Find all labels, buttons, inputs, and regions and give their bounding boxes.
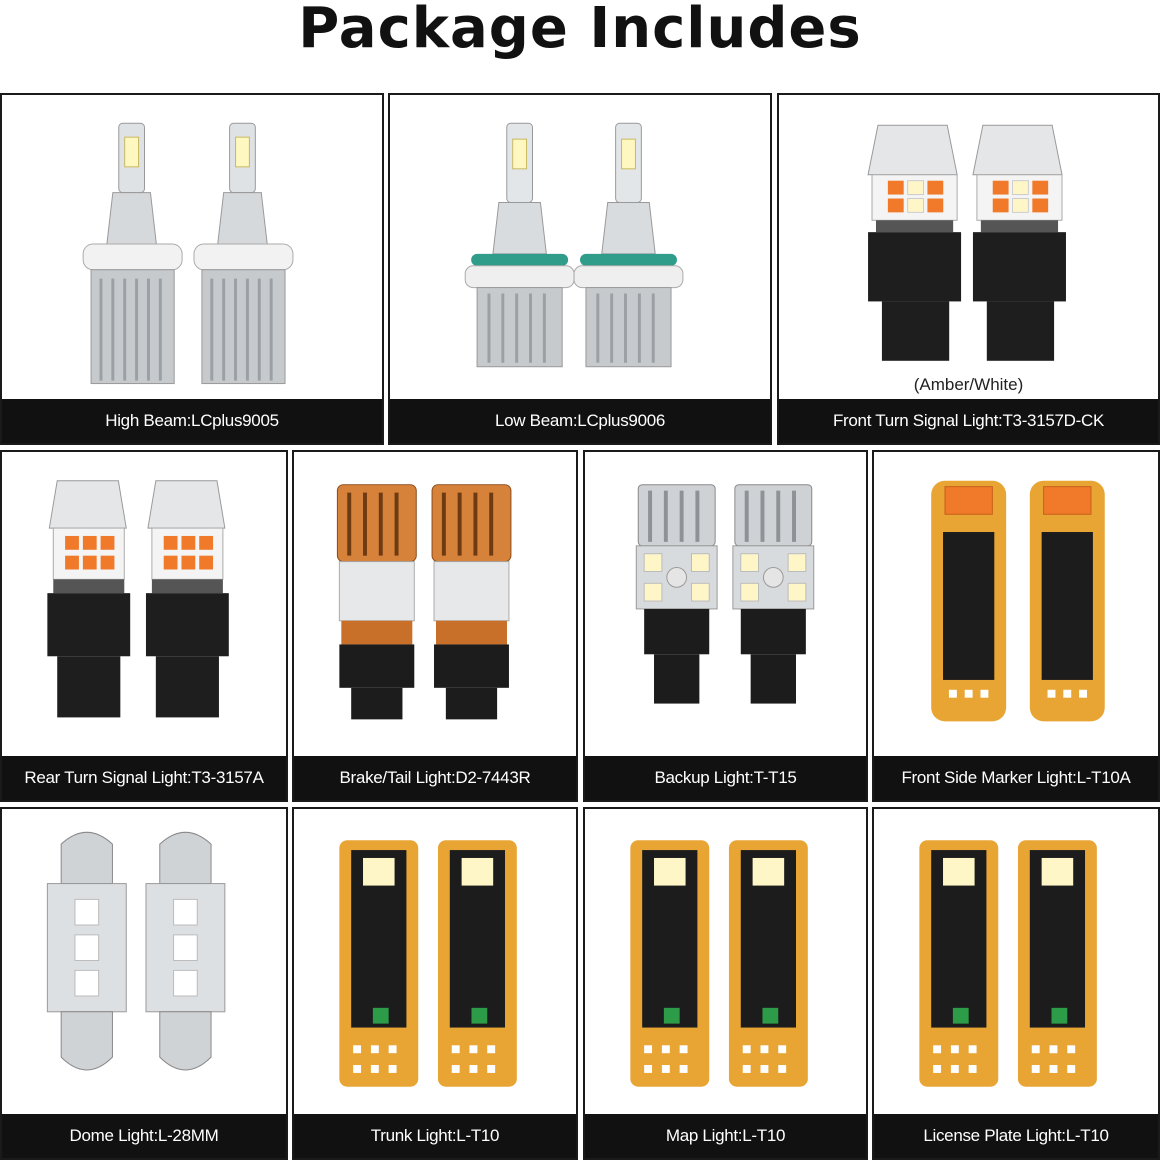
festoon-bulb-28mm-icon xyxy=(2,809,286,1114)
product-card-high-beam: High Beam:LCplus9005 xyxy=(0,93,384,445)
product-card-low-beam: Low Beam:LCplus9006 xyxy=(388,93,772,445)
product-caption: Map Light:L-T10 xyxy=(585,1114,866,1158)
turn-signal-bulb-3157a-icon xyxy=(2,452,286,756)
product-caption: Low Beam:LCplus9006 xyxy=(390,399,770,443)
brake-bulb-7443-icon xyxy=(294,452,576,756)
wedge-bulb-t10-icon xyxy=(585,809,866,1114)
product-card-backup: Backup Light:T-T15 xyxy=(583,450,868,802)
product-caption: Brake/Tail Light:D2-7443R xyxy=(294,756,576,800)
product-card-rear-turn-signal: Rear Turn Signal Light:T3-3157A xyxy=(0,450,288,802)
product-card-license-plate: License Plate Light:L-T10 xyxy=(872,807,1160,1160)
product-caption: Front Side Marker Light:L-T10A xyxy=(874,756,1158,800)
product-caption: High Beam:LCplus9005 xyxy=(2,399,382,443)
backup-bulb-t15-icon xyxy=(585,452,866,756)
wedge-bulb-t10a-icon xyxy=(874,452,1158,756)
product-caption: Backup Light:T-T15 xyxy=(585,756,866,800)
product-caption: Front Turn Signal Light:T3-3157D-CK xyxy=(779,399,1158,443)
product-card-front-turn-signal: (Amber/White) Front Turn Signal Light:T3… xyxy=(777,93,1160,445)
color-note: (Amber/White) xyxy=(913,375,1024,394)
product-card-trunk: Trunk Light:L-T10 xyxy=(292,807,578,1160)
wedge-bulb-t10-icon xyxy=(294,809,576,1114)
product-caption: Trunk Light:L-T10 xyxy=(294,1114,576,1158)
headlight-bulb-9006-icon xyxy=(390,95,770,399)
product-caption: Rear Turn Signal Light:T3-3157A xyxy=(2,756,286,800)
product-card-map: Map Light:L-T10 xyxy=(583,807,868,1160)
product-caption: License Plate Light:L-T10 xyxy=(874,1114,1158,1158)
wedge-bulb-t10-icon xyxy=(874,809,1158,1114)
turn-signal-bulb-3157-icon xyxy=(779,95,1158,399)
product-caption: Dome Light:L-28MM xyxy=(2,1114,286,1158)
product-card-front-side-marker: Front Side Marker Light:L-T10A xyxy=(872,450,1160,802)
product-card-brake-tail: Brake/Tail Light:D2-7443R xyxy=(292,450,578,802)
headlight-bulb-9005-icon xyxy=(2,95,382,399)
product-card-dome: Dome Light:L-28MM xyxy=(0,807,288,1160)
page-title: Package Includes xyxy=(298,0,862,61)
